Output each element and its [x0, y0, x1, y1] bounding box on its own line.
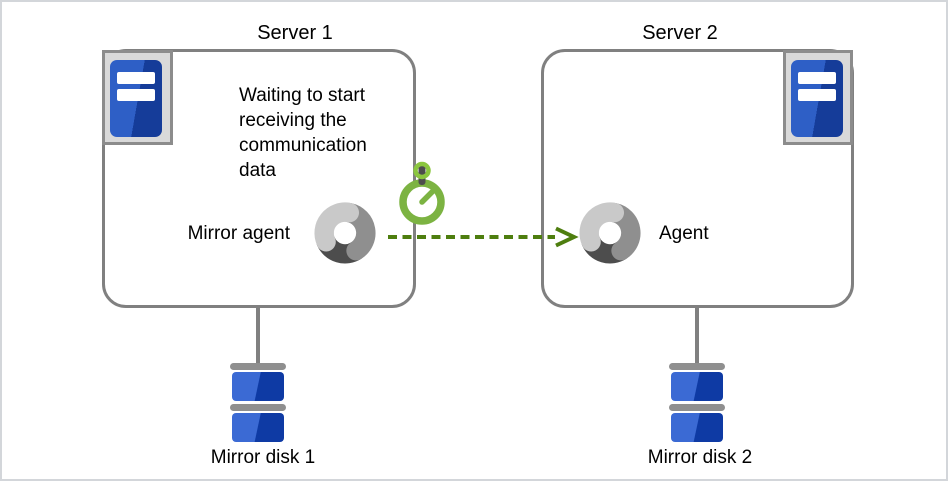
server2-disk-connector: [695, 305, 699, 364]
status-text: Waiting to start receiving the communica…: [239, 85, 367, 181]
stopwatch-icon: [399, 161, 445, 225]
server1-title: Server 1: [257, 22, 333, 44]
mirror-disk1-label: Mirror disk 1: [210, 447, 316, 468]
mirror-disk-icon: [669, 363, 725, 442]
disk-cap: [230, 404, 286, 411]
mirror-disk2-label: Mirror disk 2: [647, 447, 753, 468]
disk-platter: [671, 372, 723, 401]
disk-platter: [232, 372, 284, 401]
server-icon: [783, 50, 853, 145]
mirror-agent-label: Mirror agent: [187, 223, 290, 244]
server-icon: [102, 50, 173, 145]
disk-cap: [669, 404, 725, 411]
mirror-disk-icon: [230, 363, 286, 442]
disk-platter: [671, 413, 723, 442]
disk-cap: [230, 363, 286, 370]
server-slot: [117, 72, 155, 84]
dashed-arrow-right-icon: [388, 226, 579, 248]
server1-disk-connector: [256, 305, 260, 364]
server-slot: [798, 72, 836, 84]
server-slot: [117, 89, 155, 101]
server2-title: Server 2: [642, 22, 718, 44]
agent-donut-icon: [579, 202, 641, 264]
disk-cap: [669, 363, 725, 370]
server-tower: [791, 60, 843, 137]
server-slot: [798, 89, 836, 101]
disk-platter: [232, 413, 284, 442]
server-tower: [110, 60, 162, 137]
agent-donut-icon: [314, 202, 376, 264]
agent-label: Agent: [659, 223, 709, 244]
